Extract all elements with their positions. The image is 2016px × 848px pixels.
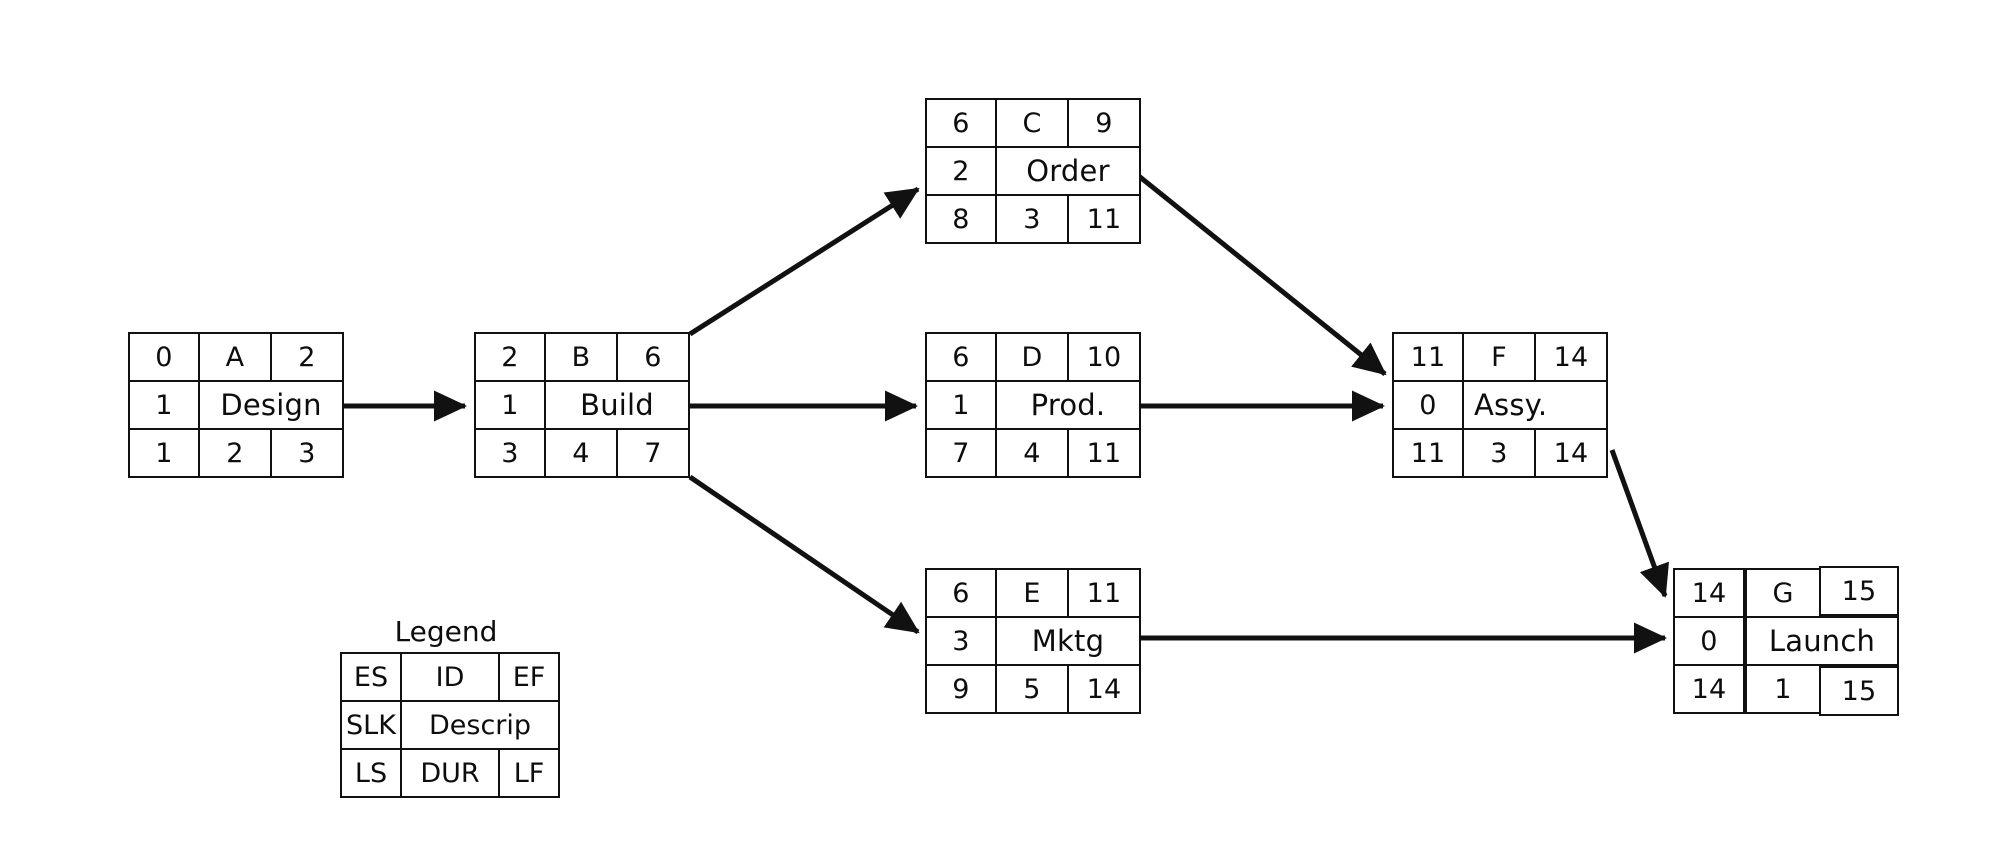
- activity-node-a[interactable]: 0 A 2 1 Design 1 2 3: [128, 332, 344, 478]
- node-d-late-finish: 11: [1067, 428, 1141, 478]
- legend-cell-descrip: Descrip: [400, 700, 560, 750]
- node-a-duration: 2: [198, 428, 272, 478]
- activity-node-b[interactable]: 2 B 6 1 Build 3 4 7: [474, 332, 690, 478]
- legend-cell-id: ID: [400, 652, 500, 702]
- node-b-early-finish: 6: [616, 332, 690, 382]
- node-b-id: B: [544, 332, 618, 382]
- node-c-early-start: 6: [925, 98, 997, 148]
- node-a-description: Design: [198, 380, 344, 430]
- node-a-early-finish: 2: [270, 332, 344, 382]
- node-f-description: Assy.: [1462, 380, 1608, 430]
- edge-c-to-f: [1133, 171, 1387, 376]
- node-c-early-finish: 9: [1067, 98, 1141, 148]
- node-g-late-start: 14: [1673, 664, 1745, 714]
- node-d-early-start: 6: [925, 332, 997, 382]
- node-b-late-start: 3: [474, 428, 546, 478]
- node-g-id: G: [1745, 568, 1821, 618]
- node-a-id: A: [198, 332, 272, 382]
- legend-cell-lf: LF: [498, 748, 560, 798]
- edge-b-to-e: [688, 474, 920, 635]
- node-e-early-start: 6: [925, 568, 997, 618]
- legend-cell-dur: DUR: [400, 748, 500, 798]
- legend: Legend ES ID EF SLK Descrip LS DUR LF: [340, 615, 560, 798]
- node-b-duration: 4: [544, 428, 618, 478]
- node-d-id: D: [995, 332, 1069, 382]
- legend-row-bottom: LS DUR LF: [340, 748, 560, 798]
- node-c-late-start: 8: [925, 194, 997, 244]
- legend-cell-ls: LS: [340, 748, 402, 798]
- node-g-duration: 1: [1745, 664, 1821, 714]
- node-e-id: E: [995, 568, 1069, 618]
- node-e-late-finish: 14: [1067, 664, 1141, 714]
- edge-f-to-g: [1609, 449, 1669, 598]
- node-g-description: Launch: [1745, 616, 1899, 666]
- node-a-early-start: 0: [128, 332, 200, 382]
- node-e-early-finish: 11: [1067, 568, 1141, 618]
- node-e-description: Mktg: [995, 616, 1141, 666]
- node-f-early-finish: 14: [1534, 332, 1608, 382]
- activity-node-f[interactable]: 11 F 14 0 Assy. 11 3 14: [1392, 332, 1608, 478]
- activity-node-d[interactable]: 6 D 10 1 Prod. 7 4 11: [925, 332, 1141, 478]
- node-f-late-finish: 14: [1534, 428, 1608, 478]
- activity-node-e[interactable]: 6 E 11 3 Mktg 9 5 14: [925, 568, 1141, 714]
- node-c-slack: 2: [925, 146, 997, 196]
- node-e-duration: 5: [995, 664, 1069, 714]
- node-e-slack: 3: [925, 616, 997, 666]
- node-f-duration: 3: [1462, 428, 1536, 478]
- legend-table: ES ID EF SLK Descrip LS DUR LF: [340, 652, 560, 798]
- node-g-late-finish: 15: [1819, 666, 1899, 716]
- node-d-duration: 4: [995, 428, 1069, 478]
- node-c-late-finish: 11: [1067, 194, 1141, 244]
- node-a-late-start: 1: [128, 428, 200, 478]
- node-c-duration: 3: [995, 194, 1069, 244]
- node-b-early-start: 2: [474, 332, 546, 382]
- legend-cell-slk: SLK: [340, 700, 402, 750]
- node-a-slack: 1: [128, 380, 200, 430]
- node-c-id: C: [995, 98, 1069, 148]
- node-g-early-start: 14: [1673, 568, 1745, 618]
- node-f-early-start: 11: [1392, 332, 1464, 382]
- node-d-description: Prod.: [995, 380, 1141, 430]
- activity-node-c[interactable]: 6 C 9 2 Order 8 3 11: [925, 98, 1141, 244]
- node-d-early-finish: 10: [1067, 332, 1141, 382]
- node-f-late-start: 11: [1392, 428, 1464, 478]
- node-d-slack: 1: [925, 380, 997, 430]
- node-c-description: Order: [995, 146, 1141, 196]
- legend-row-top: ES ID EF: [340, 652, 560, 702]
- node-g-slack: 0: [1673, 616, 1745, 666]
- node-f-slack: 0: [1392, 380, 1464, 430]
- legend-cell-ef: EF: [498, 652, 560, 702]
- node-f-id: F: [1462, 332, 1536, 382]
- activity-node-g[interactable]: 14 G 15 0 Launch 14 1 15: [1673, 566, 1899, 716]
- legend-row-middle: SLK Descrip: [340, 700, 560, 750]
- node-b-description: Build: [544, 380, 690, 430]
- node-a-late-finish: 3: [270, 428, 344, 478]
- edge-b-to-c: [688, 186, 920, 337]
- node-e-late-start: 9: [925, 664, 997, 714]
- legend-title: Legend: [394, 615, 498, 648]
- node-d-late-start: 7: [925, 428, 997, 478]
- node-g-early-finish: 15: [1819, 566, 1899, 616]
- node-b-late-finish: 7: [616, 428, 690, 478]
- legend-cell-es: ES: [340, 652, 402, 702]
- node-b-slack: 1: [474, 380, 546, 430]
